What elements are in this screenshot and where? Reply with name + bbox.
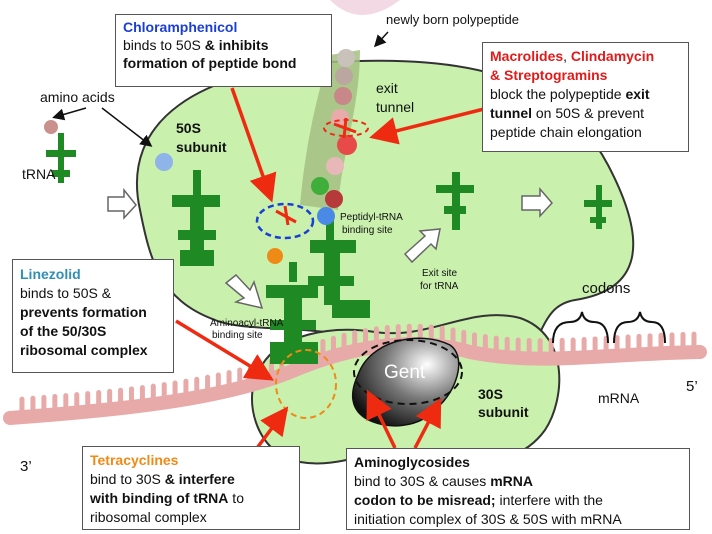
peptidyl-label-1: Peptidyl-tRNA xyxy=(340,212,403,224)
a-site-amino-acid xyxy=(267,248,283,264)
codons-label: codons xyxy=(582,280,630,297)
aminoacyl-label-2: binding site xyxy=(212,330,263,342)
amino-acid-icon xyxy=(44,120,58,134)
trna-amino-acid xyxy=(155,153,173,171)
three-prime-label: 3’ xyxy=(20,458,32,475)
chloramphenicol-name: Chloramphenicol xyxy=(123,18,324,36)
chloramphenicol-line2: formation of peptide bond xyxy=(123,54,324,72)
aminoglycosides-box: Aminoglycosides bind to 30S & causes mRN… xyxy=(346,448,690,530)
subunit-50s-label-2: subunit xyxy=(176,139,227,155)
newly-born-label: newly born polypeptide xyxy=(386,12,519,27)
five-prime-label: 5’ xyxy=(686,378,698,395)
aminoglycosides-line1: bind to 30S & causes mRNA xyxy=(354,472,682,491)
linezolid-box: Linezolid binds to 50S & prevents format… xyxy=(12,259,174,373)
tetracyclines-line1: bind to 30S & interfere xyxy=(90,470,292,489)
tetracyclines-name: Tetracyclines xyxy=(90,451,292,470)
subunit-30s-label-2: subunit xyxy=(478,404,529,420)
mrna-label: mRNA xyxy=(598,390,639,406)
linezolid-line1: binds to 50S & xyxy=(20,284,166,303)
trna-label: tRNA xyxy=(22,166,55,182)
macrolides-line2: tunnel on 50S & prevent xyxy=(490,104,681,123)
linezolid-line3: of the 50/30S xyxy=(20,322,166,341)
exit-tunnel-label-1: exit xyxy=(376,80,398,96)
aminoglycosides-line3: initiation complex of 30S & 50S with mRN… xyxy=(354,510,682,529)
linezolid-line4: ribosomal complex xyxy=(20,341,166,360)
aminoglycosides-name: Aminoglycosides xyxy=(354,453,682,472)
macrolides-box: Macrolides, Clindamycin & Streptogramins… xyxy=(482,42,689,152)
chloramphenicol-line1: binds to 50S & inhibits xyxy=(123,36,324,54)
macrolides-title-2: & Streptogramins xyxy=(490,66,681,85)
amino-acids-label: amino acids xyxy=(40,89,115,105)
p-site-amino-acid xyxy=(317,207,335,225)
aminoglycosides-line2: codon to be misread; interfere with the xyxy=(354,491,682,510)
subunit-30s-label-1: 30S xyxy=(478,386,503,402)
chloramphenicol-box: Chloramphenicol binds to 50S & inhibits … xyxy=(115,14,332,87)
macrolides-title: Macrolides, Clindamycin xyxy=(490,47,681,66)
exit-site-label-2: for tRNA xyxy=(420,281,458,293)
linezolid-line2: prevents formation xyxy=(20,303,166,322)
tetracyclines-box: Tetracyclines bind to 30S & interfere wi… xyxy=(82,446,300,530)
subunit-50s-label-1: 50S xyxy=(176,120,201,136)
macrolides-line3: peptide chain elongation xyxy=(490,123,681,142)
tetracyclines-line3: ribosomal complex xyxy=(90,508,292,527)
tetracyclines-line2: with binding of tRNA to xyxy=(90,489,292,508)
macrolides-line1: block the polypeptide exit xyxy=(490,85,681,104)
exit-tunnel-label-2: tunnel xyxy=(376,99,414,115)
aminoacyl-label-1: Aminoacyl-tRNA xyxy=(210,318,283,330)
peptidyl-label-2: binding site xyxy=(342,225,393,237)
linezolid-name: Linezolid xyxy=(20,265,166,284)
exit-site-label-1: Exit site xyxy=(422,268,457,280)
gent-label: Gent xyxy=(384,362,425,384)
